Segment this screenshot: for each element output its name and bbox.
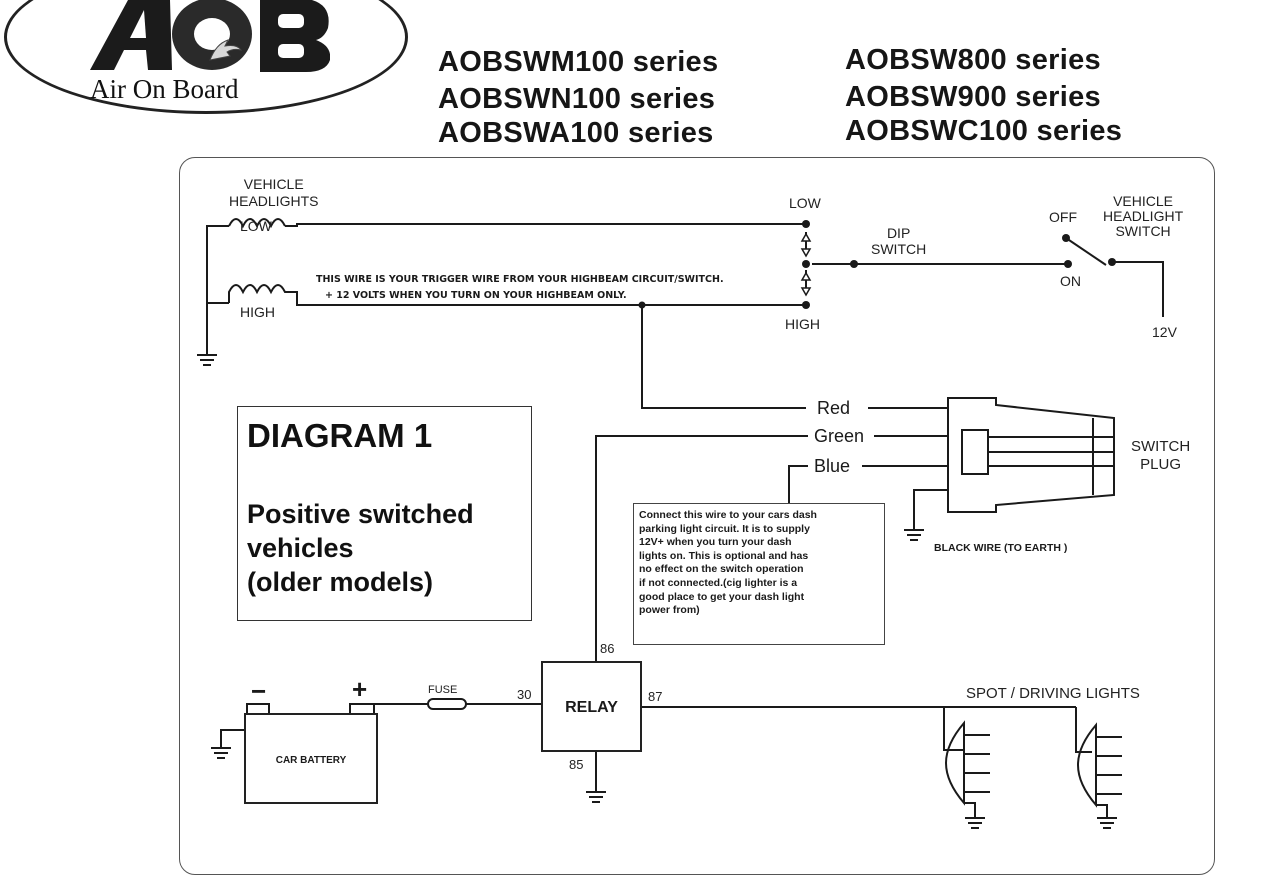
wire-label-blue: Blue	[811, 457, 854, 475]
spot-light-icon	[944, 720, 965, 806]
relay-pin-85: 85	[569, 757, 584, 772]
relay-pin-87: 87	[648, 689, 663, 704]
label-low-beam: LOW	[240, 218, 272, 234]
ground-icon	[197, 354, 1117, 829]
label-off: OFF	[1049, 209, 1077, 225]
wire-label-red: Red	[814, 399, 854, 417]
relay-label: RELAY	[565, 699, 618, 716]
series-item: AOBSW800 series	[845, 44, 1101, 76]
relay-pin-86: 86	[600, 641, 615, 656]
spot-light-icon	[1076, 722, 1097, 808]
blue-wire-note: Connect this wire to your cars dash park…	[639, 509, 817, 617]
brand-name: Air On Board	[90, 74, 239, 104]
trigger-wire-note: THIS WIRE IS YOUR TRIGGER WIRE FROM YOUR…	[316, 274, 724, 285]
series-item: AOBSWC100 series	[845, 115, 1123, 147]
label-dip-low: LOW	[789, 195, 821, 211]
battery-negative-sign: −	[251, 676, 267, 706]
label-car-battery: CAR BATTERY	[275, 755, 347, 766]
high-beam-coil-icon	[228, 284, 289, 303]
blue-wire-note-box: Connect this wire to your cars dash park…	[633, 503, 885, 645]
low-beam-coil-icon	[228, 218, 286, 229]
label-high-beam: HIGH	[240, 304, 275, 320]
series-item: AOBSWN100 series	[438, 83, 716, 115]
relay-box: RELAY	[541, 661, 642, 752]
diagram-title-box: DIAGRAM 1 Positive switched vehicles (ol…	[237, 406, 532, 621]
label-vehicle-headlights: VEHICLE HEADLIGHTS	[229, 176, 319, 209]
battery-positive-sign: +	[352, 674, 368, 704]
diagram-description: Positive switched vehicles (older models…	[247, 499, 474, 597]
car-battery-icon: CAR BATTERY	[244, 713, 378, 804]
trigger-wire-note-2: + 12 VOLTS WHEN YOU TURN ON YOUR HIGHBEA…	[325, 290, 627, 301]
diagram-frame	[179, 157, 1215, 875]
brand-monogram-icon	[90, 0, 330, 72]
label-switch-plug: SWITCH PLUG	[1131, 438, 1191, 473]
label-vehicle-headlight-switch: VEHICLE HEADLIGHT SWITCH	[1103, 193, 1184, 239]
series-item: AOBSWA100 series	[438, 117, 714, 149]
label-black-wire: BLACK WIRE (TO EARTH )	[934, 542, 1068, 554]
diagram-title: DIAGRAM 1	[247, 417, 433, 454]
wire-label-green: Green	[811, 427, 868, 445]
label-fuse: FUSE	[428, 684, 458, 696]
relay-pin-30: 30	[517, 687, 532, 702]
label-12v: 12V	[1152, 324, 1177, 340]
series-item: AOBSW900 series	[845, 81, 1101, 113]
label-dip-switch: DIP SWITCH	[871, 225, 927, 257]
label-dip-high: HIGH	[785, 316, 820, 332]
label-on: ON	[1060, 273, 1081, 289]
label-spot-driving-lights: SPOT / DRIVING LIGHTS	[966, 685, 1140, 702]
series-item: AOBSWM100 series	[438, 46, 719, 78]
